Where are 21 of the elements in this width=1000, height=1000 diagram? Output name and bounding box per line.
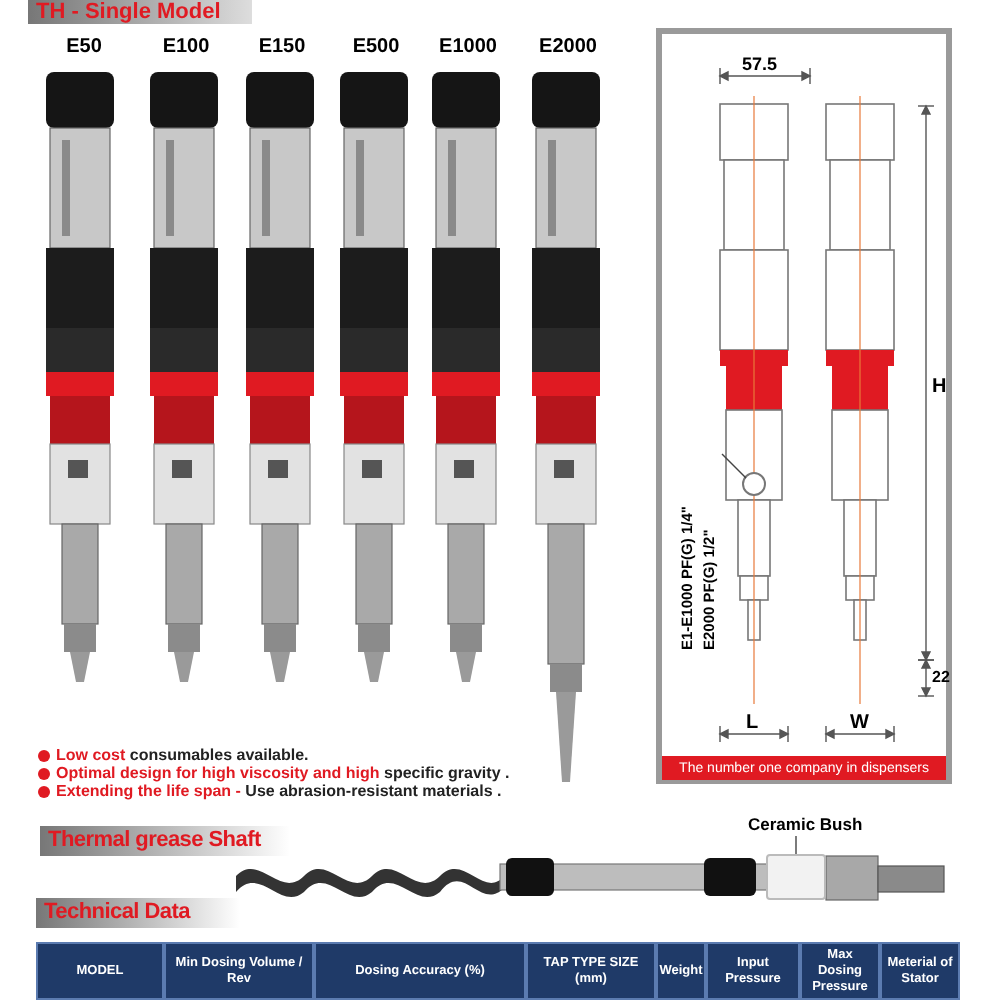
dimension-label: L xyxy=(746,710,759,738)
model-name: E2000 xyxy=(537,34,599,62)
feature-text: Optimal design for high viscosity and high specific gravity . xyxy=(56,764,510,782)
ceramic-bush xyxy=(766,854,826,900)
section-banner: Technical Data xyxy=(36,898,240,928)
model-name: E50 xyxy=(64,34,104,62)
model-name: E150 xyxy=(256,34,308,62)
callout-text: Ceramic Bush xyxy=(748,812,892,836)
feature-text: Low cost consumables available. xyxy=(56,746,309,764)
leader-line xyxy=(721,453,747,479)
model-name: E100 xyxy=(160,34,212,62)
model-name: E500 xyxy=(350,34,402,62)
dimension-label: 57.5 xyxy=(742,52,778,78)
feature-text: Extending the life span - Use abrasion-resistant materials . xyxy=(56,782,502,800)
dimension-label: W xyxy=(850,710,869,738)
title-banner: TH - Single Model xyxy=(28,0,252,24)
section-banner: Thermal grease Shaft xyxy=(40,826,290,856)
model-name: E1000 xyxy=(437,34,499,62)
dimension-label: H xyxy=(932,374,947,402)
leader-line xyxy=(795,835,797,855)
dimension-label: 22 xyxy=(932,666,950,690)
